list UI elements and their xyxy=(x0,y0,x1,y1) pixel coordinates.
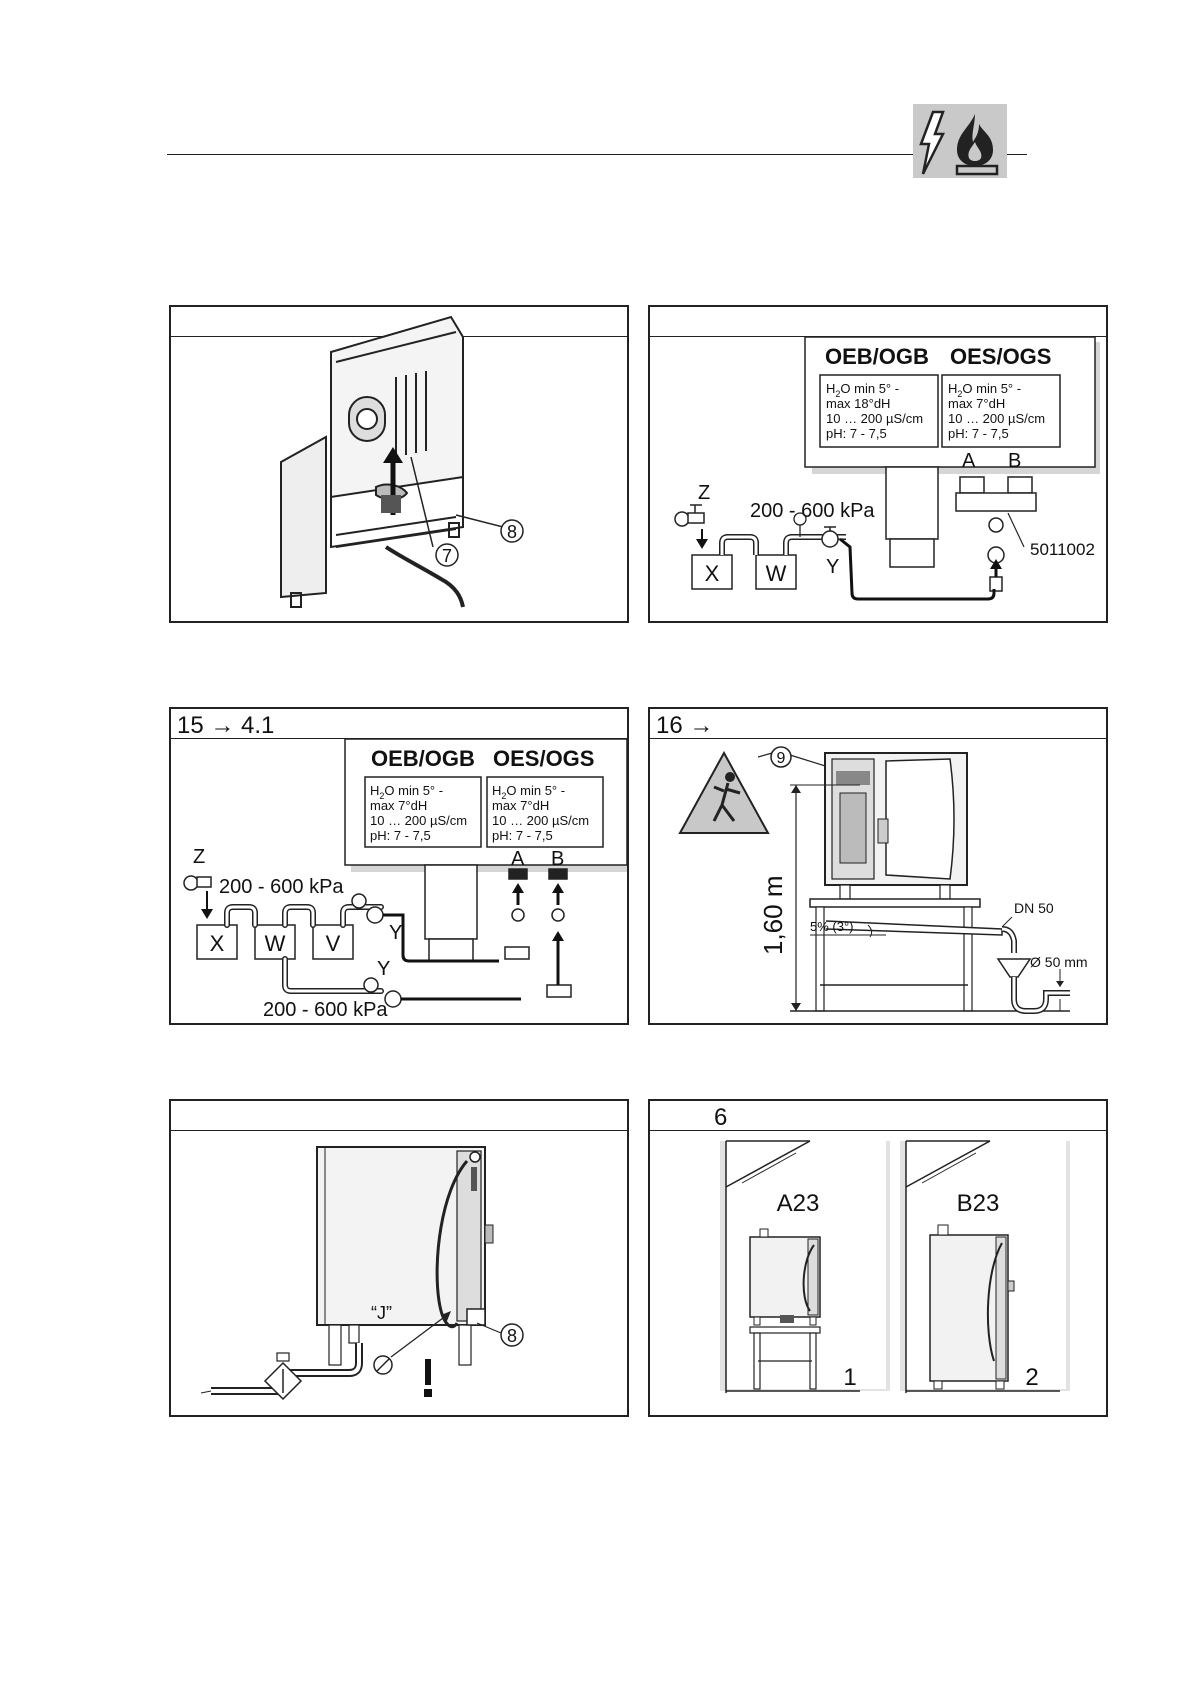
box-w: W xyxy=(766,561,787,586)
col-a-line-2: 10 … 200 µS/cm xyxy=(826,411,923,426)
col-a-title: OEB/OGB xyxy=(825,344,929,369)
callout-8: 8 xyxy=(507,1326,517,1346)
box-x: X xyxy=(210,931,225,956)
gas-connection-illustration: “J” 8 xyxy=(200,1146,524,1401)
label-1: 1 xyxy=(843,1364,856,1391)
callout-7: 7 xyxy=(442,546,452,566)
lightning-flame-icon xyxy=(919,110,999,176)
panel-connection-point: 7 8 xyxy=(169,305,629,623)
flue-type-illustrations: A23 1 B23 2 xyxy=(720,1140,1070,1393)
part-number: 5011002 xyxy=(1030,540,1095,559)
col-b-h2o: H2O min 5° - xyxy=(948,381,1021,399)
col-a-h2o: H2O min 5° - xyxy=(370,783,443,801)
label-2: 2 xyxy=(1025,1364,1038,1391)
slope-label: 5% (3°) xyxy=(810,919,854,934)
panel-header xyxy=(171,1101,627,1131)
pressure-bottom: 200 - 600 kPa xyxy=(263,999,388,1021)
label-a: A xyxy=(511,848,525,870)
diameter-label: Ø 50 mm xyxy=(1030,954,1088,970)
electric-gas-hazard-badge xyxy=(913,104,1007,178)
col-b-line-3: pH: 7 - 7,5 xyxy=(492,828,553,843)
height-label: 1,60 m xyxy=(758,876,788,956)
label-z: Z xyxy=(698,482,710,504)
col-a-line-1: max 7°dH xyxy=(370,798,427,813)
col-a-h2o: H2O min 5° - xyxy=(826,381,899,399)
label-j: “J” xyxy=(371,1303,392,1323)
col-a-line-3: pH: 7 - 7,5 xyxy=(826,426,887,441)
label-a: A xyxy=(962,450,976,472)
label-b: B xyxy=(1008,450,1021,472)
oven-side-connection-illustration: 7 8 xyxy=(280,315,524,608)
panel-gas-connection: “J” 8 xyxy=(169,1099,629,1417)
callout-circle-8 xyxy=(500,519,524,543)
col-b-title: OES/OGS xyxy=(950,344,1051,369)
dn-label: DN 50 xyxy=(1014,900,1054,916)
col-b-line-3: pH: 7 - 7,5 xyxy=(948,426,1009,441)
col-a-line-1: max 18°dH xyxy=(826,396,890,411)
box-w: W xyxy=(265,931,286,956)
panel-water-supply-dual: 15 → 4.1 OEB/OGB OES/OGS H2O min 5° - ma… xyxy=(169,707,629,1025)
header-number: 6 xyxy=(714,1104,728,1131)
col-a-title: OEB/OGB xyxy=(371,746,475,771)
dual-water-supply-diagram: OEB/OGB OES/OGS H2O min 5° - max 7°dH 10… xyxy=(183,738,627,1021)
panel-water-supply-single: OEB/OGB OES/OGS H2O min 5° - max 18°dH 1… xyxy=(648,305,1108,623)
pressure-top: 200 - 600 kPa xyxy=(219,876,344,898)
col-b-line-2: 10 … 200 µS/cm xyxy=(492,813,589,828)
label-z: Z xyxy=(193,846,205,868)
label-y: Y xyxy=(826,556,839,578)
pressure-label: 200 - 600 kPa xyxy=(750,500,875,522)
header-rule xyxy=(167,154,1027,155)
col-b-line-1: max 7°dH xyxy=(948,396,1005,411)
callout-9: 9 xyxy=(777,750,786,767)
callout-8: 8 xyxy=(507,522,517,542)
col-a-line-3: pH: 7 - 7,5 xyxy=(370,828,431,843)
panel-header: 16 → xyxy=(650,709,1106,739)
col-b-line-1: max 7°dH xyxy=(492,798,549,813)
callout-circle-7 xyxy=(435,543,459,567)
col-a-line-2: 10 … 200 µS/cm xyxy=(370,813,467,828)
panel-flue-types: 6 A23 1 B23 xyxy=(648,1099,1108,1417)
water-supply-diagram: OEB/OGB OES/OGS H2O min 5° - max 18°dH 1… xyxy=(674,336,1100,601)
col-b-line-2: 10 … 200 µS/cm xyxy=(948,411,1045,426)
label-a23: A23 xyxy=(777,1190,820,1217)
label-y-bottom: Y xyxy=(377,958,390,980)
panel-header: 6 xyxy=(650,1101,1106,1131)
panel-installation-height: 16 → 9 1,60 m 5% (3°) xyxy=(648,707,1108,1025)
box-v: V xyxy=(326,931,341,956)
box-x: X xyxy=(705,561,720,586)
label-y-top: Y xyxy=(389,922,402,944)
label-b: B xyxy=(551,848,564,870)
col-b-title: OES/OGS xyxy=(493,746,594,771)
label-b23: B23 xyxy=(957,1190,1000,1217)
installation-height-diagram: 9 1,60 m 5% (3°) DN 50 xyxy=(678,746,1088,1014)
col-b-h2o: H2O min 5° - xyxy=(492,783,565,801)
